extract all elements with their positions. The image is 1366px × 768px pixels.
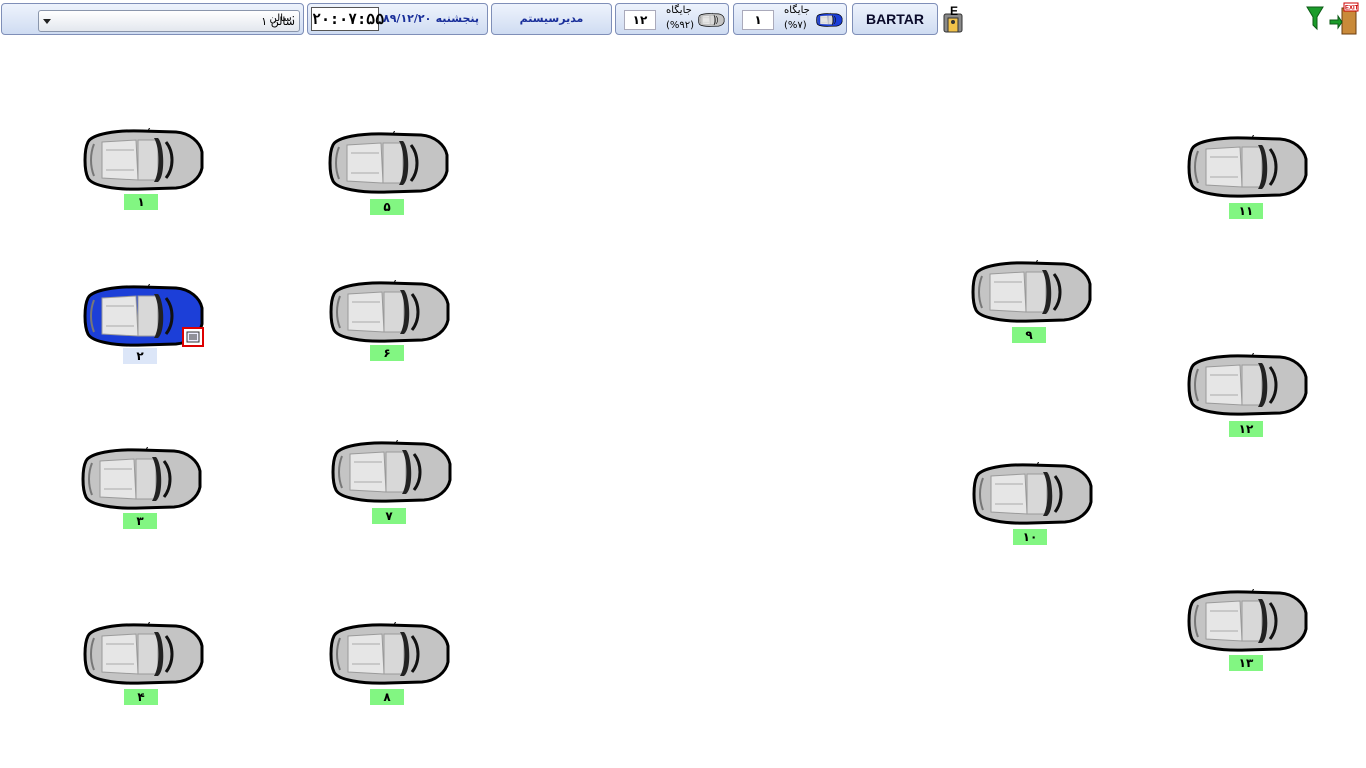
current-user-panel: مدیرسیستم — [491, 3, 612, 35]
slot-number-label: ۹ — [1012, 327, 1046, 343]
language-letter: E — [950, 4, 958, 18]
chevron-down-icon[interactable] — [43, 19, 51, 24]
empty-slot-car-icon[interactable] — [323, 131, 451, 195]
slot-number-label: ۶ — [370, 345, 404, 361]
date-time-panel: ۲۰:۰۷:۵۵ ۸۹/۱۲/۲۰ پنجشنبه — [307, 3, 488, 35]
occupied-slots-percent: (%۷) — [784, 20, 807, 31]
slot-number-label: ۱۳ — [1229, 655, 1263, 671]
hall-dropdown[interactable]: سالن ۱ — [38, 10, 300, 32]
occupied-slots-count: ۱ — [742, 10, 774, 30]
brand-panel: BARTAR — [852, 3, 938, 35]
empty-slot-car-icon[interactable] — [1182, 135, 1310, 199]
filter-funnel-icon[interactable] — [1306, 5, 1324, 31]
exit-sign-text: EXIT — [1345, 6, 1359, 12]
empty-slot-car-icon[interactable] — [324, 280, 452, 344]
exit-door-icon[interactable]: EXIT — [1328, 2, 1360, 36]
slot-number-label: ۵ — [370, 199, 404, 215]
brand-name: BARTAR — [865, 11, 925, 27]
empty-slots-stat: ۱۲ جایگاه (%۹۲) — [615, 3, 729, 35]
occupied-car-icon — [816, 12, 843, 27]
ticket-details-icon[interactable] — [182, 327, 204, 347]
slot-number-label: ۴ — [124, 689, 158, 705]
slot-number-label: ۱۲ — [1229, 421, 1263, 437]
slot-number-label: ۷ — [372, 508, 406, 524]
hall-dropdown-value: سالن ۱ — [261, 15, 295, 28]
slot-number-label: ۳ — [123, 513, 157, 529]
slot-number-label: ۱ — [124, 194, 158, 210]
empty-slots-percent: (%۹۲) — [666, 20, 695, 31]
empty-slot-car-icon[interactable] — [76, 447, 204, 511]
hall-label: :سالن — [269, 13, 295, 24]
empty-car-icon — [698, 12, 725, 27]
empty-slot-car-icon[interactable] — [324, 622, 452, 686]
occupied-slots-label: جایگاه — [784, 5, 810, 16]
slot-number-label: ۸ — [370, 689, 404, 705]
weekday-display: پنجشنبه — [435, 12, 479, 25]
occupied-slots-stat: ۱ جایگاه (%۷) — [733, 3, 847, 35]
slot-number-label: ۱۱ — [1229, 203, 1263, 219]
empty-slot-car-icon[interactable] — [967, 462, 1095, 526]
empty-slots-count: ۱۲ — [624, 10, 656, 30]
current-user-name: مدیرسیستم — [519, 12, 584, 25]
empty-slots-label: جایگاه — [666, 5, 692, 16]
slot-number-label: ۱۰ — [1013, 529, 1047, 545]
slot-number-label: ۲ — [123, 348, 157, 364]
empty-slot-car-icon[interactable] — [966, 260, 1094, 324]
empty-slot-car-icon[interactable] — [78, 622, 206, 686]
empty-slot-car-icon[interactable] — [1182, 589, 1310, 653]
date-display: ۸۹/۱۲/۲۰ — [383, 12, 432, 25]
empty-slot-car-icon[interactable] — [78, 128, 206, 192]
hall-selector-panel: سالن ۱ :سالن — [1, 3, 304, 35]
clock-display: ۲۰:۰۷:۵۵ — [311, 7, 384, 31]
language-switch-icon[interactable]: E — [941, 4, 965, 34]
empty-slot-car-icon[interactable] — [326, 440, 454, 504]
empty-slot-car-icon[interactable] — [1182, 353, 1310, 417]
